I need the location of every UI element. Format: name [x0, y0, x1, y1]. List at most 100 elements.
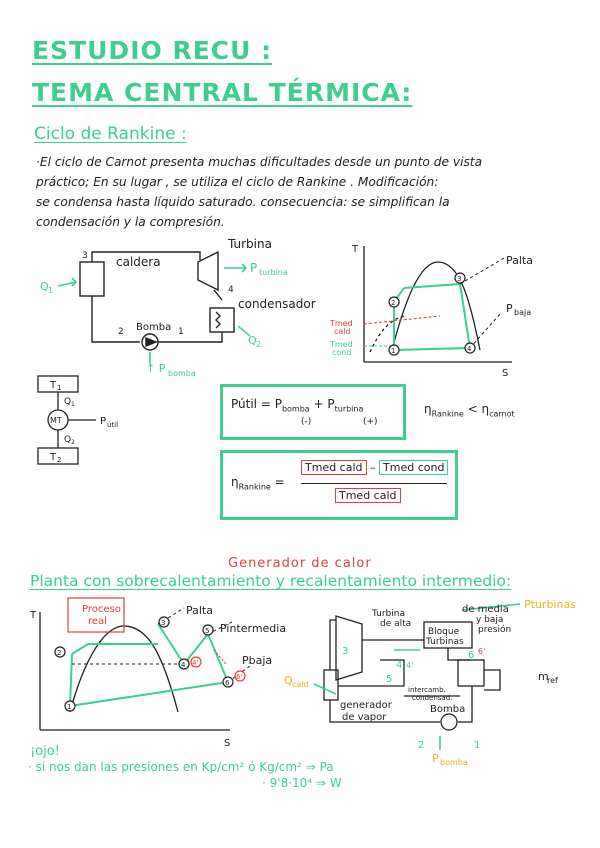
state-number: 2 [118, 327, 124, 337]
planta-ts-cycle [69, 623, 229, 707]
proceso-real-label: real [88, 616, 107, 627]
pbaja-subscript: baja [514, 308, 531, 317]
mt-q2-sub: 2 [71, 439, 75, 446]
tmed-cald-den: Tmed cald [335, 488, 401, 503]
plant-state: 6' [478, 647, 485, 656]
rankine-cycle-diagram [79, 250, 235, 351]
media-baja-label: y baja [476, 615, 503, 625]
eta-comparison: ηRankine < ηcarnot [424, 402, 515, 418]
rankine-ts-cycle [393, 283, 471, 351]
formula-putil: Pútil = Pbomba + Pturbina [231, 397, 363, 413]
planta-p-bomba: P [432, 752, 439, 765]
caldera-label: caldera [116, 255, 161, 269]
p-turbinas-label: Pturbinas [524, 598, 576, 611]
planta-point: 2 [57, 649, 61, 657]
planta-point: 4 [181, 661, 186, 669]
condensador-label: condensador [238, 297, 316, 311]
q1-label: Q [40, 280, 49, 293]
mt-putil-sub: útil [107, 421, 118, 429]
ts-point: 1 [391, 347, 395, 355]
mt-label: MT [50, 416, 62, 425]
ts-point: 4 [467, 345, 472, 353]
tmed-cald-num: Tmed cald [301, 460, 367, 475]
mt-t2-sub: 2 [57, 456, 61, 464]
planta-point: 5 [205, 627, 209, 635]
p-bomba-subscript: bomba [168, 369, 196, 378]
planta-point: 1 [67, 703, 71, 711]
p-turbina-label: P [250, 261, 257, 275]
planta-axis-t: T [29, 610, 37, 621]
generador-calor-label: Generador de calor [228, 556, 372, 571]
state-number: 3 [82, 251, 88, 261]
putil-plus-note: (+) [363, 417, 378, 427]
intercambio-label: condensad. [412, 694, 452, 702]
plant-state: 5 [386, 674, 392, 685]
formula-eta-box: ηRankine = Tmed cald – Tmed cond Tmed ca… [220, 450, 458, 520]
planta-point: 6 [225, 679, 230, 687]
planta-axis-s: S [224, 738, 230, 749]
page-title-line2: TEMA CENTRAL TÉRMICA: [32, 78, 413, 107]
turbina-label: Turbina [227, 237, 272, 251]
q2-label: Q [248, 334, 257, 347]
plant-state: 4 [396, 660, 402, 671]
eta-rankine-sub: Rankine [238, 482, 271, 492]
state-number: 1 [178, 327, 184, 337]
eta-minus: – [370, 461, 376, 474]
bloque-label: Bloque [428, 627, 460, 637]
ojo-note: ¡ojo! [30, 744, 60, 759]
page-title-line1: ESTUDIO RECU : [32, 36, 273, 65]
planta-p-bomba-sub: bomba [440, 758, 468, 767]
tmed-cond-num: Tmed cond [379, 460, 449, 475]
planta-point: 4' [192, 659, 198, 667]
tmed-cald-label: cald [334, 327, 351, 336]
m-ref-label: m [538, 670, 549, 683]
putil-minus-note: (-) [301, 417, 312, 427]
bloque-label: Turbinas [425, 637, 464, 647]
mt-q2: Q [64, 435, 71, 445]
qcald-subscript: cald [292, 680, 309, 689]
mt-q1-sub: 1 [71, 401, 75, 408]
intercambio-label: intercamb. [408, 686, 446, 694]
plant-state: 4' [406, 661, 413, 670]
rankine-ts-isobars [459, 257, 505, 349]
eta-carnot-sub: carnot [489, 409, 515, 419]
rankine-ts-axes [363, 246, 512, 363]
plant-state: 6 [468, 650, 474, 661]
planta-palta: Palta [186, 604, 213, 617]
p-turbina-subscript: turbina [259, 268, 288, 277]
eta-numerator: Tmed cald – Tmed cond [301, 460, 449, 475]
media-baja-label: presión [478, 624, 511, 635]
qcald-label: Q [284, 674, 293, 687]
plant-state: 3 [342, 646, 348, 657]
rankine-heading: Ciclo de Rankine : [34, 124, 187, 144]
mt-t1: T [49, 380, 57, 391]
media-baja-label: de media [462, 604, 509, 615]
bomba-label: Bomba [136, 322, 171, 333]
planta-point: 3 [161, 619, 165, 627]
turbina-alta-label: de alta [380, 619, 411, 629]
proceso-real-label: Proceso [82, 604, 121, 615]
ts-axis-t: T [351, 244, 359, 255]
generador-label: de vapor [342, 712, 387, 723]
planta-bomba-label: Bomba [430, 704, 465, 715]
rankine-cycle-arrows [57, 263, 251, 364]
paragraph-line: ·El ciclo de Carnot presenta muchas difi… [36, 155, 483, 169]
planta-pbaja: Pbaja [242, 654, 272, 667]
eta-equals: = [274, 475, 285, 489]
plant-state: 2 [418, 740, 424, 751]
eta-symbol: η [231, 475, 239, 489]
putil-turbina-sub: turbina [334, 404, 364, 414]
p-bomba-label: ↑ P [146, 362, 166, 375]
eta-rankine-sub: Rankine [431, 409, 464, 419]
eta-rankine-lhs: ηRankine = [231, 475, 285, 491]
putil-lhs: Pútil = P [231, 397, 282, 411]
palta-label: Palta [506, 254, 533, 267]
q2-subscript: 2 [256, 340, 261, 349]
putil-plus: + P [309, 397, 335, 411]
planta-heading: Planta con sobrecalentamiento y recalent… [30, 572, 512, 590]
tmed-cond-label: cond [332, 348, 351, 357]
planta-point: 6' [236, 673, 242, 681]
note-line2: · 9'8·10⁴ ⇒ W [262, 776, 342, 790]
ts-axis-s: S [502, 368, 508, 379]
mt-diagram [37, 375, 96, 465]
